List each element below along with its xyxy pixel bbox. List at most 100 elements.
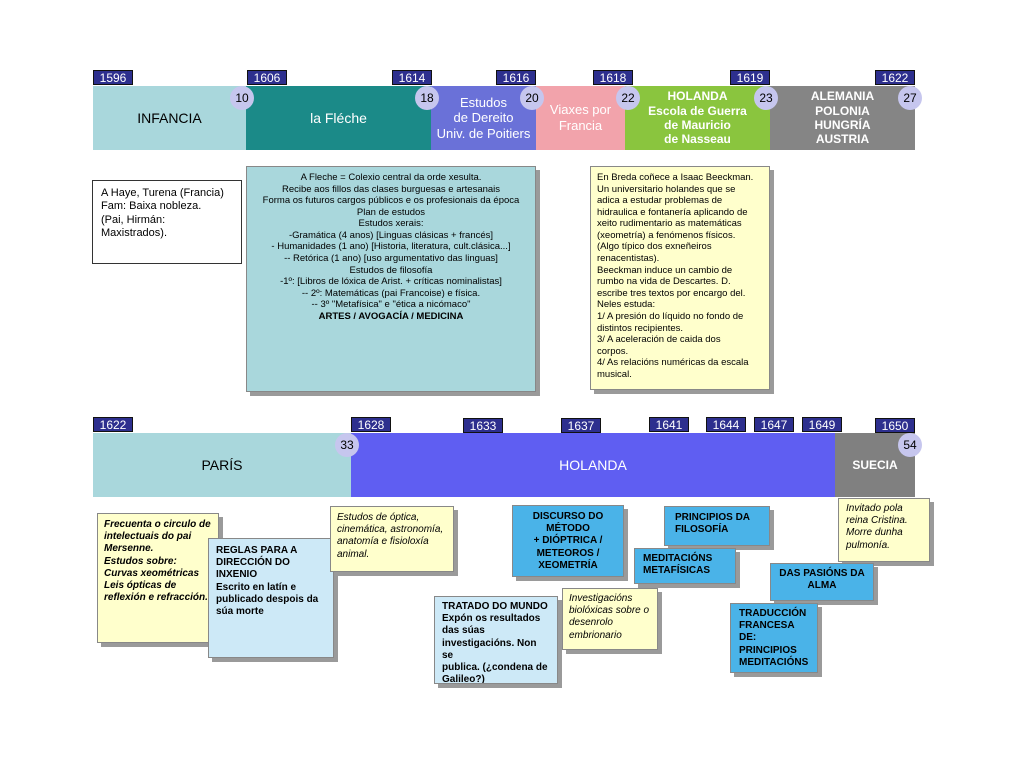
note-cristina: Invitado pola reina Cristina. Morre dunh… [838,498,930,562]
note-line: renacentistas). [597,253,660,265]
note-line: publicado despois da [216,593,319,605]
note-line: + DIÓPTRICA / [533,535,603,547]
note-line: xeito rudimentario as matemáticas [597,218,742,230]
note-line: desenrolo [569,617,613,629]
year-tag: 1616 [496,70,536,85]
age-circle: 23 [754,86,778,110]
age-circle: 20 [520,86,544,110]
note-line: XEOMETRÍA [538,559,598,571]
period-holanda-guerra: HOLANDA Escola de Guerra de Mauricio de … [625,86,770,150]
note-line: 3/ A aceleración de caida dos [597,334,721,346]
note-line: DE: [739,632,757,644]
note-line: -- Retórica (1 ano) [uso argumentativo d… [284,253,498,265]
note-line: INXENIO [216,569,258,581]
note-line: REGLAS PARA A [216,545,298,556]
note-line: Estudos xerais: [358,218,424,230]
note-line: Galileo?) [442,674,485,684]
period-label: SUECIA [852,457,898,472]
year-tag: 1647 [754,417,794,432]
year-tag: 1650 [875,418,915,433]
period-holanda: HOLANDA [351,433,835,497]
period-alemania: ALEMANIA POLONIA HUNGRÍA AUSTRIA [770,86,915,150]
note-line: animal. [337,548,370,560]
note-mersenne: Frecuenta o circulo de intelectuais do p… [97,513,219,643]
note-line: 1/ A presión do líquido no fondo de [597,310,744,322]
note-line: musical. [597,368,632,380]
note-line: -- 2º: Matemáticas (pai Francoise) e fís… [301,287,481,299]
year-tag: 1649 [802,417,842,432]
year-tag: 1619 [730,70,770,85]
note-line: Curvas xeométricas [104,567,200,579]
note-line: (Algo típico dos exneñeiros [597,241,712,253]
note-line: Leis ópticas de [104,579,177,591]
note-line: (Pai, Hirmán: Maxistrados). [101,213,169,240]
note-discurso: DISCURSO DO MÉTODO + DIÓPTRICA / METEORO… [512,505,624,577]
note-line: reina Cristina. [846,515,908,527]
note-traduccion: TRADUCCIÓN FRANCESA DE: PRINCIPIOS MEDIT… [730,603,818,673]
note-reglas: REGLAS PARA A DIRECCIÓN DO INXENIO Escri… [208,538,334,658]
period-label: HOLANDA [559,456,627,473]
note-line: Escrito en latín e [216,581,297,593]
note-line: Investigacións [569,593,633,604]
note-line: rumbo na vida de Descartes. D. [597,276,731,288]
note-line: ARTES / AVOGACÍA / MEDICINA [318,310,464,322]
note-line: MÉTODO [546,523,590,535]
note-line: (xeometría) a fenómenos físicos. [597,229,736,241]
note-line: Plan de estudos [356,206,426,218]
note-line: PRINCIPIOS DA [675,512,751,523]
note-investigacions: Investigacións biolóxicas sobre o desenr… [562,588,658,650]
age-circle: 18 [415,86,439,110]
note-line: FRANCESA [739,620,795,632]
note-line: A Haye, Turena (Francia) [101,187,224,199]
note-line: -1º: [Libros de lóxica de Arist. + críti… [280,276,502,288]
note-line: DISCURSO DO [532,511,604,522]
age-circle: 33 [335,433,359,457]
note-line: A Fleche = Colexio central da orde xesul… [300,172,482,183]
note-line: MEDITACIÓNS [643,553,713,564]
note-beeckman: En Breda coñece a Isaac Beeckman. Un uni… [590,166,770,390]
note-line: En Breda coñece a Isaac Beeckman. [597,172,754,183]
note-line: TRADUCCIÓN [739,608,807,619]
note-haye: A Haye, Turena (Francia) Fam: Baixa nobl… [92,180,242,264]
note-line: Estudos de filosofía [349,264,433,276]
note-line: Beeckman induce un cambio de [597,264,733,276]
age-circle: 10 [230,86,254,110]
note-line: 4/ As relacións numéricas da escala [597,357,749,369]
note-line: Neles estuda: [597,299,656,311]
note-line: das súas [442,625,485,637]
note-line: Morre dunha [846,527,903,539]
year-tag: 1622 [93,417,133,432]
note-line: reflexión e refracción. [104,592,208,604]
year-tag: 1641 [649,417,689,432]
note-line: - Humanidades (1 ano) [Historia, literat… [271,241,511,253]
note-line: Invitado pola [846,503,903,514]
note-line: distintos recipientes. [597,322,684,334]
note-line: METEOROS / [536,547,600,559]
note-line: súa morte [216,605,264,617]
period-paris: PARÍS [93,433,351,497]
year-tag: 1628 [351,417,391,432]
age-circle: 54 [898,433,922,457]
note-line: FILOSOFÍA [675,524,729,536]
note-line: MEDITACIÓNS [739,656,809,668]
note-line: escribe tres textos por encargo del. [597,287,746,299]
year-tag: 1596 [93,70,133,85]
period-label: la Fléche [310,109,367,126]
note-line: intelectuais do pai [104,531,192,543]
note-meditacions: MEDITACIÓNS METAFÍSICAS [634,548,736,584]
note-line: investigacións. Non se [442,637,540,661]
period-label: Viaxes por Francia [549,102,612,133]
note-line: biolóxicas sobre o [569,605,650,617]
period-label: INFANCIA [137,109,202,126]
note-line: Estudos sobre: [104,555,177,567]
year-tag: 1618 [593,70,633,85]
year-tag: 1633 [463,418,503,433]
note-line: Frecuenta o circulo de [104,519,211,530]
note-line: pulmonía. [846,539,890,551]
period-label: PARÍS [201,456,243,473]
note-line: cinemática, astronomía, [337,524,444,536]
note-line: Forma os futuros cargos públicos e os pr… [262,195,520,207]
note-line: DIRECCIÓN DO [216,557,290,569]
note-line: Expón os resultados [442,613,541,625]
age-circle: 22 [616,86,640,110]
